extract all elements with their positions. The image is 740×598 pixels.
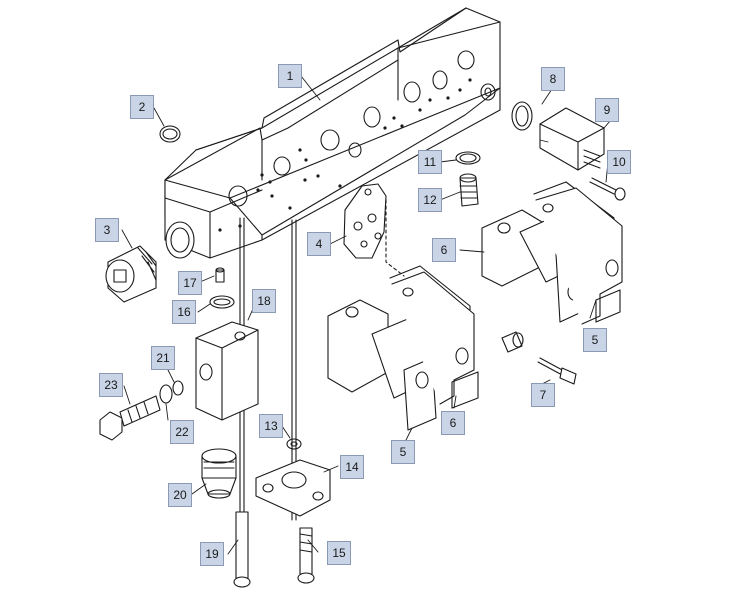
washer-part-22 (159, 384, 173, 404)
bolt-head-part-15 (297, 572, 315, 584)
callout-21: 21 (151, 346, 175, 370)
callout-5-left: 5 (391, 440, 415, 464)
callout-19: 19 (200, 542, 224, 566)
callout-5-right: 5 (583, 328, 607, 352)
o-ring-part-2 (159, 125, 181, 143)
screw-part-23 (99, 395, 161, 441)
o-ring-part-11 (455, 151, 481, 165)
callout-13: 13 (259, 414, 283, 438)
callout-4: 4 (307, 232, 331, 256)
callout-9: 9 (595, 98, 619, 122)
o-ring-part-8 (511, 101, 533, 131)
callout-11: 11 (418, 150, 442, 174)
o-ring-part-16 (209, 295, 235, 309)
valve-body-part-18 (195, 321, 259, 421)
manifold-block (164, 7, 501, 259)
solenoid-valve-lower-left (327, 265, 479, 431)
callout-10: 10 (607, 150, 631, 174)
gasket-part-4 (343, 183, 387, 259)
bolt-head-part-19 (233, 576, 251, 588)
callout-15: 15 (327, 541, 351, 565)
o-ring-part-21 (172, 380, 184, 396)
screw-part-10 (589, 177, 626, 201)
callout-7: 7 (531, 383, 555, 407)
connector-part-9 (539, 107, 605, 171)
callout-6-upper: 6 (432, 238, 456, 262)
callout-14: 14 (340, 455, 364, 479)
fitting-part-20 (201, 448, 237, 499)
callout-18: 18 (252, 289, 276, 313)
callout-1: 1 (278, 64, 302, 88)
callout-3: 3 (95, 218, 119, 242)
callout-16: 16 (172, 300, 196, 324)
callout-20: 20 (168, 483, 192, 507)
nipple-part-17 (215, 269, 225, 283)
callout-12: 12 (418, 188, 442, 212)
fitting-part-12 (459, 173, 479, 207)
callout-23: 23 (99, 373, 123, 397)
spacer-and-bolt-part-7 (501, 331, 577, 385)
flange-part-14 (255, 459, 331, 517)
solenoid-valve-upper-right (481, 181, 623, 325)
callout-8: 8 (541, 67, 565, 91)
callout-22: 22 (170, 420, 194, 444)
callout-17: 17 (178, 271, 202, 295)
callout-2: 2 (130, 95, 154, 119)
o-ring-part-13 (286, 438, 302, 450)
plug-part-3 (105, 245, 157, 303)
callout-6-lower: 6 (441, 411, 465, 435)
